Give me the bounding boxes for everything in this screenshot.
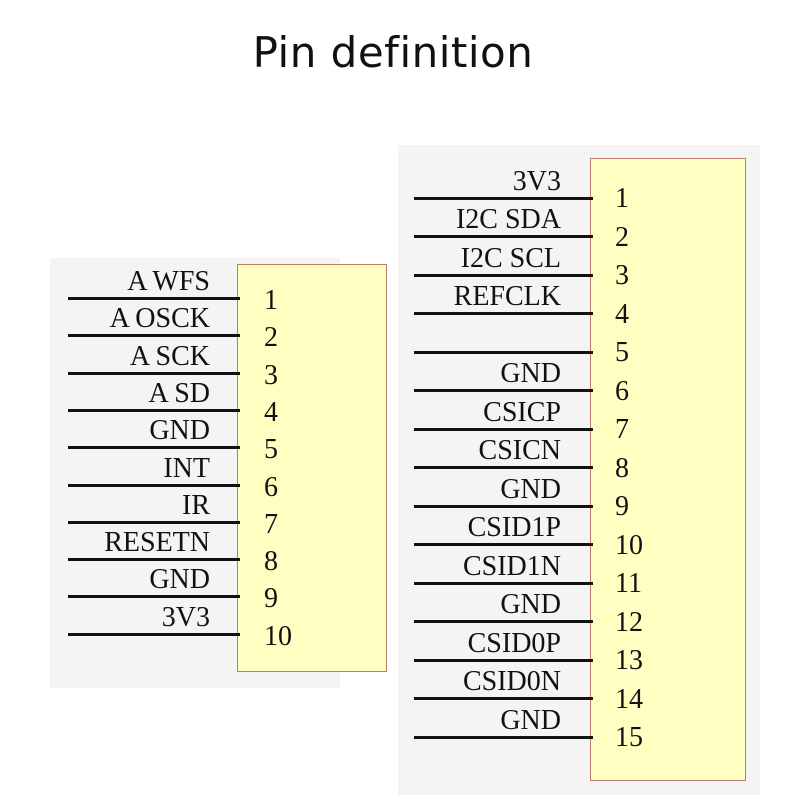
right-pin-2-label: I2C SDA <box>455 204 561 235</box>
left-pin-9-number: 9 <box>264 583 278 615</box>
right-pin-4-wire <box>414 312 593 315</box>
right-pin-10-label: CSID1P <box>467 512 561 543</box>
left-pin-4-label: A SD <box>148 377 210 409</box>
left-pin-5-wire <box>68 446 240 450</box>
left-pin-8-label: RESETN <box>104 527 210 559</box>
right-pin-8-wire <box>414 466 593 469</box>
right-pin-6-label: GND <box>500 358 561 389</box>
right-pin-10-wire <box>414 543 593 546</box>
left-pin-3-wire <box>68 371 240 375</box>
right-pin-14-number: 14 <box>615 683 643 715</box>
left-pin-6-number: 6 <box>264 471 278 503</box>
right-pin-1-number: 1 <box>615 183 629 214</box>
right-pin-7-number: 7 <box>615 414 629 445</box>
left-pin-4-number: 4 <box>264 396 278 428</box>
right-pin-1-wire <box>414 196 593 200</box>
page-title: Pin definition <box>252 28 534 77</box>
right-pin-11-wire <box>414 581 593 585</box>
right-pin-7-label: CSICP <box>483 396 561 428</box>
right-pin-3-number: 3 <box>615 260 629 291</box>
left-pin-5-number: 5 <box>264 434 278 466</box>
left-pin-7-label: IR <box>182 489 210 521</box>
right-pin-14-label: CSID0N <box>462 666 561 697</box>
right-pin-9-wire <box>414 504 593 508</box>
right-pin-13-number: 13 <box>615 645 643 676</box>
right-pin-9-label: GND <box>500 473 561 505</box>
right-pin-1-label: 3V3 <box>512 165 561 197</box>
left-pin-6-label: INT <box>163 452 210 484</box>
left-pin-10-label: 3V3 <box>161 601 210 633</box>
right-pin-2-wire <box>414 235 593 238</box>
left-pin-5-label: GND <box>149 415 210 447</box>
right-pin-12-label: GND <box>500 589 561 620</box>
left-pin-1-number: 1 <box>264 285 278 316</box>
left-pin-10-wire <box>68 632 240 636</box>
left-pin-7-wire <box>68 520 240 524</box>
right-pin-14-wire <box>414 697 593 700</box>
right-pin-3-label: I2C SCL <box>460 242 561 274</box>
left-pin-8-number: 8 <box>264 546 278 578</box>
left-pin-3-number: 3 <box>264 359 278 391</box>
left-pin-8-wire <box>68 558 240 562</box>
right-pin-12-wire <box>414 620 593 623</box>
right-connector-body <box>590 158 746 781</box>
left-pin-3-label: A SCK <box>129 340 210 372</box>
right-pin-5-number: 5 <box>615 337 629 368</box>
right-pin-8-label: CSICN <box>478 435 561 466</box>
right-pin-6-wire <box>414 389 593 392</box>
right-pin-13-wire <box>414 658 593 662</box>
right-pin-5-wire <box>414 350 593 354</box>
right-pin-11-label: CSID1N <box>462 550 561 582</box>
left-pin-2-label: A OSCK <box>109 303 210 335</box>
left-pin-10-number: 10 <box>264 620 292 652</box>
left-pin-1-wire <box>68 297 240 300</box>
right-pin-4-label: REFCLK <box>453 281 561 312</box>
left-pin-1-label: A WFS <box>127 266 210 297</box>
right-pin-15-wire <box>414 735 593 739</box>
left-pin-7-number: 7 <box>264 508 278 540</box>
right-pin-15-label: GND <box>500 704 561 736</box>
left-pin-9-label: GND <box>149 564 210 596</box>
left-pin-9-wire <box>68 595 240 599</box>
right-pin-15-number: 15 <box>615 722 643 753</box>
right-pin-4-number: 4 <box>615 298 629 330</box>
left-pin-4-wire <box>68 408 240 412</box>
right-pin-10-number: 10 <box>615 529 643 561</box>
right-pin-13-label: CSID0P <box>467 627 561 659</box>
right-pin-7-wire <box>414 427 593 431</box>
left-pin-2-number: 2 <box>264 322 278 354</box>
left-pin-6-wire <box>68 483 240 487</box>
right-pin-8-number: 8 <box>615 452 629 484</box>
left-pin-2-wire <box>68 334 240 338</box>
right-pin-11-number: 11 <box>615 568 642 599</box>
right-pin-3-wire <box>414 273 593 277</box>
right-pin-9-number: 9 <box>615 491 629 522</box>
right-pin-6-number: 6 <box>615 375 629 407</box>
right-pin-12-number: 12 <box>615 606 643 638</box>
left-connector-body <box>237 264 387 672</box>
right-pin-2-number: 2 <box>615 221 629 253</box>
